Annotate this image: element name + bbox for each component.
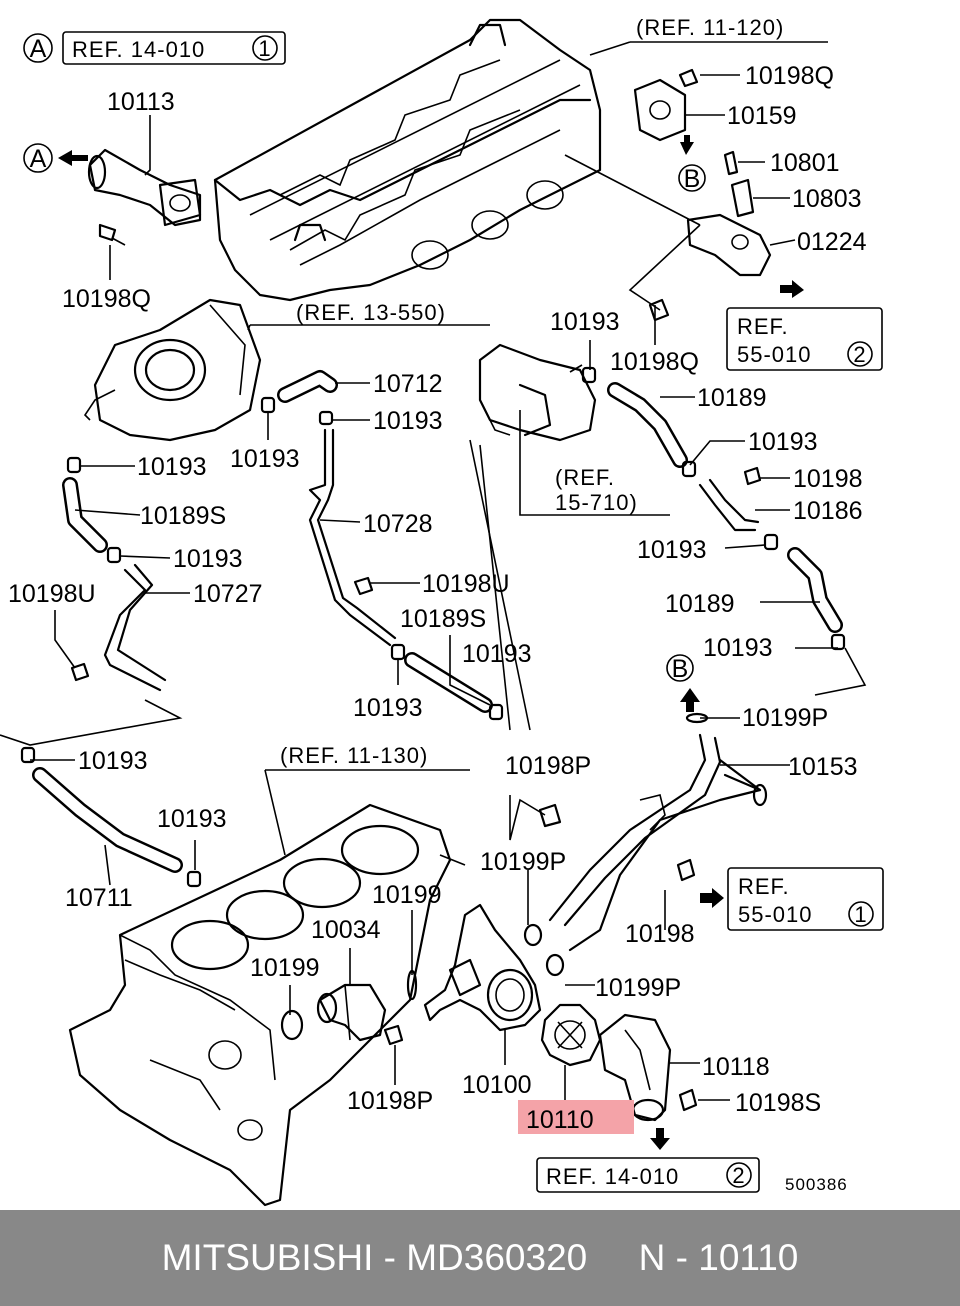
label-10193-j: 10193 — [353, 694, 423, 722]
marker-b-mid — [666, 654, 694, 682]
label-10113: 10113 — [107, 88, 175, 116]
cylinder-head-drawing — [213, 18, 701, 302]
ref-15-710-line1: (REF. — [555, 465, 615, 490]
label-10189-b: 10189 — [665, 590, 735, 618]
ref-14-010-bottom: REF. 14-010 — [546, 1164, 679, 1189]
label-10186: 10186 — [793, 497, 863, 525]
label-10034: 10034 — [311, 916, 381, 944]
highlight-10110 — [518, 1100, 634, 1134]
label-10198U-b: 10198U — [422, 570, 510, 598]
label-10199P-c: 10199P — [595, 974, 681, 1002]
label-10193-c: 10193 — [230, 445, 300, 473]
label-10193-d: 10193 — [137, 453, 207, 481]
ref-55-010-b-line1: REF. — [738, 874, 790, 899]
ref-11-130: (REF. 11-130) — [280, 743, 428, 768]
label-10712: 10712 — [373, 370, 443, 398]
parts-diagram: A REF. 14-010 1 (REF. 11-120) A B REF. 5… — [0, 15, 884, 1207]
ref-14-010-bottom-num: 2 — [732, 1163, 745, 1188]
marker-b-top — [678, 164, 706, 192]
label-10193-h: 10193 — [462, 640, 532, 668]
ref-13-550: (REF. 13-550) — [296, 300, 446, 325]
ref-55-010-b-line2: 55-010 — [738, 902, 813, 927]
label-10198: 10198 — [793, 465, 863, 493]
label-01224: 01224 — [797, 228, 867, 256]
label-10198P-b: 10198P — [347, 1087, 433, 1115]
label-10198-b: 10198 — [625, 920, 695, 948]
right-upper-fittings-drawing — [633, 68, 772, 322]
marker-b-mid-label: B — [672, 655, 689, 683]
footer-part-number: MITSUBISHI - MD360320 N - 10110 — [161, 1237, 799, 1278]
ref-14-010-top-num: 1 — [258, 36, 271, 61]
throttle-body-drawing — [83, 298, 262, 442]
label-10189S-a: 10189S — [140, 502, 226, 530]
label-10193-a: 10193 — [550, 308, 620, 336]
marker-b-top-label: B — [684, 165, 701, 193]
label-10711: 10711 — [65, 884, 133, 912]
label-10153: 10153 — [788, 753, 858, 781]
marker-a-top-label: A — [30, 35, 47, 63]
ref-55-010-a-line1: REF. — [737, 314, 789, 339]
label-10189-a: 10189 — [697, 384, 767, 412]
flow-arrows — [58, 135, 804, 1150]
label-10198Q-top: 10198Q — [745, 62, 834, 90]
label-10110: 10110 — [526, 1106, 594, 1134]
ref-55-010-a-line2: 55-010 — [737, 342, 812, 367]
label-10199P-a: 10199P — [742, 704, 828, 732]
ref-15-710-line2: 15-710) — [555, 490, 638, 515]
label-10198S: 10198S — [735, 1089, 821, 1117]
label-10728: 10728 — [363, 510, 433, 538]
label-10198U-a: 10198U — [8, 580, 96, 608]
label-10199P-b: 10199P — [480, 848, 566, 876]
label-10193-g: 10193 — [173, 545, 243, 573]
label-10159: 10159 — [727, 102, 797, 130]
thermostat-assembly-drawing — [316, 903, 672, 1122]
water-pipe-10113-drawing — [87, 148, 202, 246]
marker-a-top — [23, 33, 53, 63]
label-10193-l: 10193 — [157, 805, 227, 833]
label-10193-e: 10193 — [748, 428, 818, 456]
ref-11-120: (REF. 11-120) — [636, 15, 784, 40]
label-10198Q-mid: 10198Q — [610, 348, 699, 376]
marker-a-left — [23, 143, 53, 173]
footer-bar: MITSUBISHI - MD360320 N - 10110 — [0, 1210, 960, 1306]
part-labels: 10113 10198Q 10198Q 10159 10801 10803 01… — [8, 62, 867, 1134]
label-10189S-b: 10189S — [400, 605, 486, 633]
label-10193-k: 10193 — [78, 747, 148, 775]
label-10198Q-left: 10198Q — [62, 285, 151, 313]
cylinder-block-drawing — [68, 803, 452, 1207]
label-10193-b: 10193 — [373, 407, 443, 435]
hoses-drawing — [32, 370, 843, 952]
clamps-drawing — [20, 366, 846, 1112]
label-10727: 10727 — [193, 580, 263, 608]
water-inlet-upper-drawing — [478, 343, 597, 442]
label-10193-f: 10193 — [637, 536, 707, 564]
label-10199-a: 10199 — [372, 881, 442, 909]
ref-55-010-a-num: 2 — [853, 342, 866, 367]
figure-number: 500386 — [785, 1175, 848, 1194]
label-10100: 10100 — [462, 1071, 532, 1099]
label-10118: 10118 — [702, 1053, 770, 1081]
leader-lines — [0, 41, 867, 1105]
label-10193-i: 10193 — [703, 634, 773, 662]
label-10801: 10801 — [770, 149, 840, 177]
ref-14-010-top: REF. 14-010 — [72, 37, 205, 62]
label-10803: 10803 — [792, 185, 862, 213]
reference-boxes: A REF. 14-010 1 (REF. 11-120) A B REF. 5… — [23, 15, 884, 1194]
label-10198P-a: 10198P — [505, 752, 591, 780]
label-10199-b: 10199 — [250, 954, 320, 982]
marker-a-left-label: A — [30, 145, 47, 173]
ref-55-010-b-num: 1 — [854, 902, 867, 927]
